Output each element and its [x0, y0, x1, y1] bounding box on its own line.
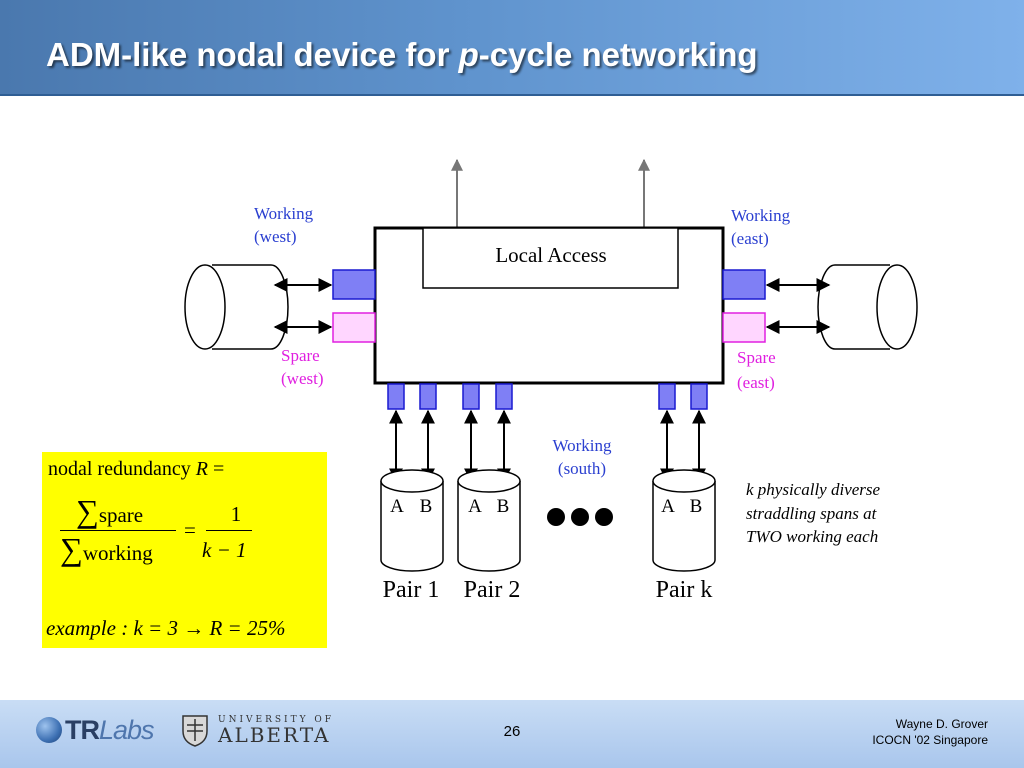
- spare-west-label-1: Spare: [281, 346, 320, 365]
- formula-heading: nodal redundancy R =: [48, 458, 225, 480]
- university-of-alberta-logo: UNIVERSITY OF ALBERTA: [180, 712, 334, 748]
- globe-icon: [36, 717, 62, 743]
- pair-1-a-label: A: [390, 496, 404, 517]
- formula-numerator: ∑spare: [76, 493, 144, 529]
- spare-east-label-2: (east): [737, 373, 775, 392]
- page-number: 26: [503, 723, 521, 740]
- crest-icon: [182, 715, 208, 747]
- local-access-box: [422, 227, 679, 289]
- pair-k-b-label: B: [690, 496, 703, 517]
- pair-k-cylinder: [652, 469, 716, 572]
- local-access-label: Local Access: [495, 243, 606, 267]
- straddle-note-3: TWO working each: [746, 527, 878, 546]
- south-port: [462, 383, 480, 410]
- formula-rhs-bar: [206, 530, 252, 531]
- south-ports: [387, 383, 708, 410]
- nodal-device-diagram: Local Access Working (west) Working (eas…: [184, 158, 918, 603]
- formula-example: example : k = 3 → R = 25%: [46, 616, 286, 640]
- working-west-label-2: (west): [254, 227, 296, 246]
- pair-k-a-label: A: [661, 496, 675, 517]
- title-bar: [0, 0, 1024, 96]
- formula-equals: =: [184, 518, 196, 542]
- straddle-note-2: straddling spans at: [746, 504, 878, 523]
- south-port: [419, 383, 437, 410]
- formula-denominator: ∑working: [60, 531, 153, 567]
- pair-1-cylinder: [380, 469, 444, 572]
- spare-west-label-2: (west): [281, 369, 323, 388]
- spare-east-label-1: Spare: [737, 348, 776, 367]
- working-west-label-1: Working: [254, 204, 314, 223]
- redundancy-formula-box: nodal redundancy R = ∑spare ∑working = 1…: [42, 452, 327, 648]
- working-south-label-1: Working: [552, 436, 612, 455]
- formula-fraction-bar: [60, 530, 176, 531]
- ellipsis-dots: [547, 508, 613, 526]
- south-port: [658, 383, 676, 410]
- pair-1-label: Pair 1: [383, 577, 440, 603]
- south-port: [690, 383, 708, 410]
- south-port: [387, 383, 405, 410]
- pair-k-label: Pair k: [656, 577, 713, 603]
- spare-west-port: [332, 312, 376, 343]
- pair-2-label: Pair 2: [464, 577, 521, 603]
- south-port: [495, 383, 513, 410]
- formula-rhs-denominator: k − 1: [202, 538, 247, 562]
- working-east-label-1: Working: [731, 206, 791, 225]
- slide-title: ADM-like nodal device for p-cycle networ…: [46, 36, 758, 73]
- pair-2-b-label: B: [497, 496, 510, 517]
- pair-1-b-label: B: [420, 496, 433, 517]
- working-west-port: [332, 269, 376, 300]
- pair-2-cylinder: [457, 469, 521, 572]
- spare-east-port: [722, 312, 766, 343]
- formula-rhs-numerator: 1: [230, 502, 242, 526]
- straddle-note-1: k physically diverse: [746, 480, 881, 499]
- working-east-port: [722, 269, 766, 300]
- working-south-label-2: (south): [558, 459, 606, 478]
- west-span-cylinder: [184, 264, 289, 350]
- pair-2-a-label: A: [468, 496, 482, 517]
- footer-bar: [0, 700, 1024, 768]
- author-credit: Wayne D. Grover ICOCN '02 Singapore: [872, 717, 988, 747]
- south-arrows: [389, 409, 706, 483]
- east-span-cylinder: [817, 264, 918, 350]
- working-east-label-2: (east): [731, 229, 769, 248]
